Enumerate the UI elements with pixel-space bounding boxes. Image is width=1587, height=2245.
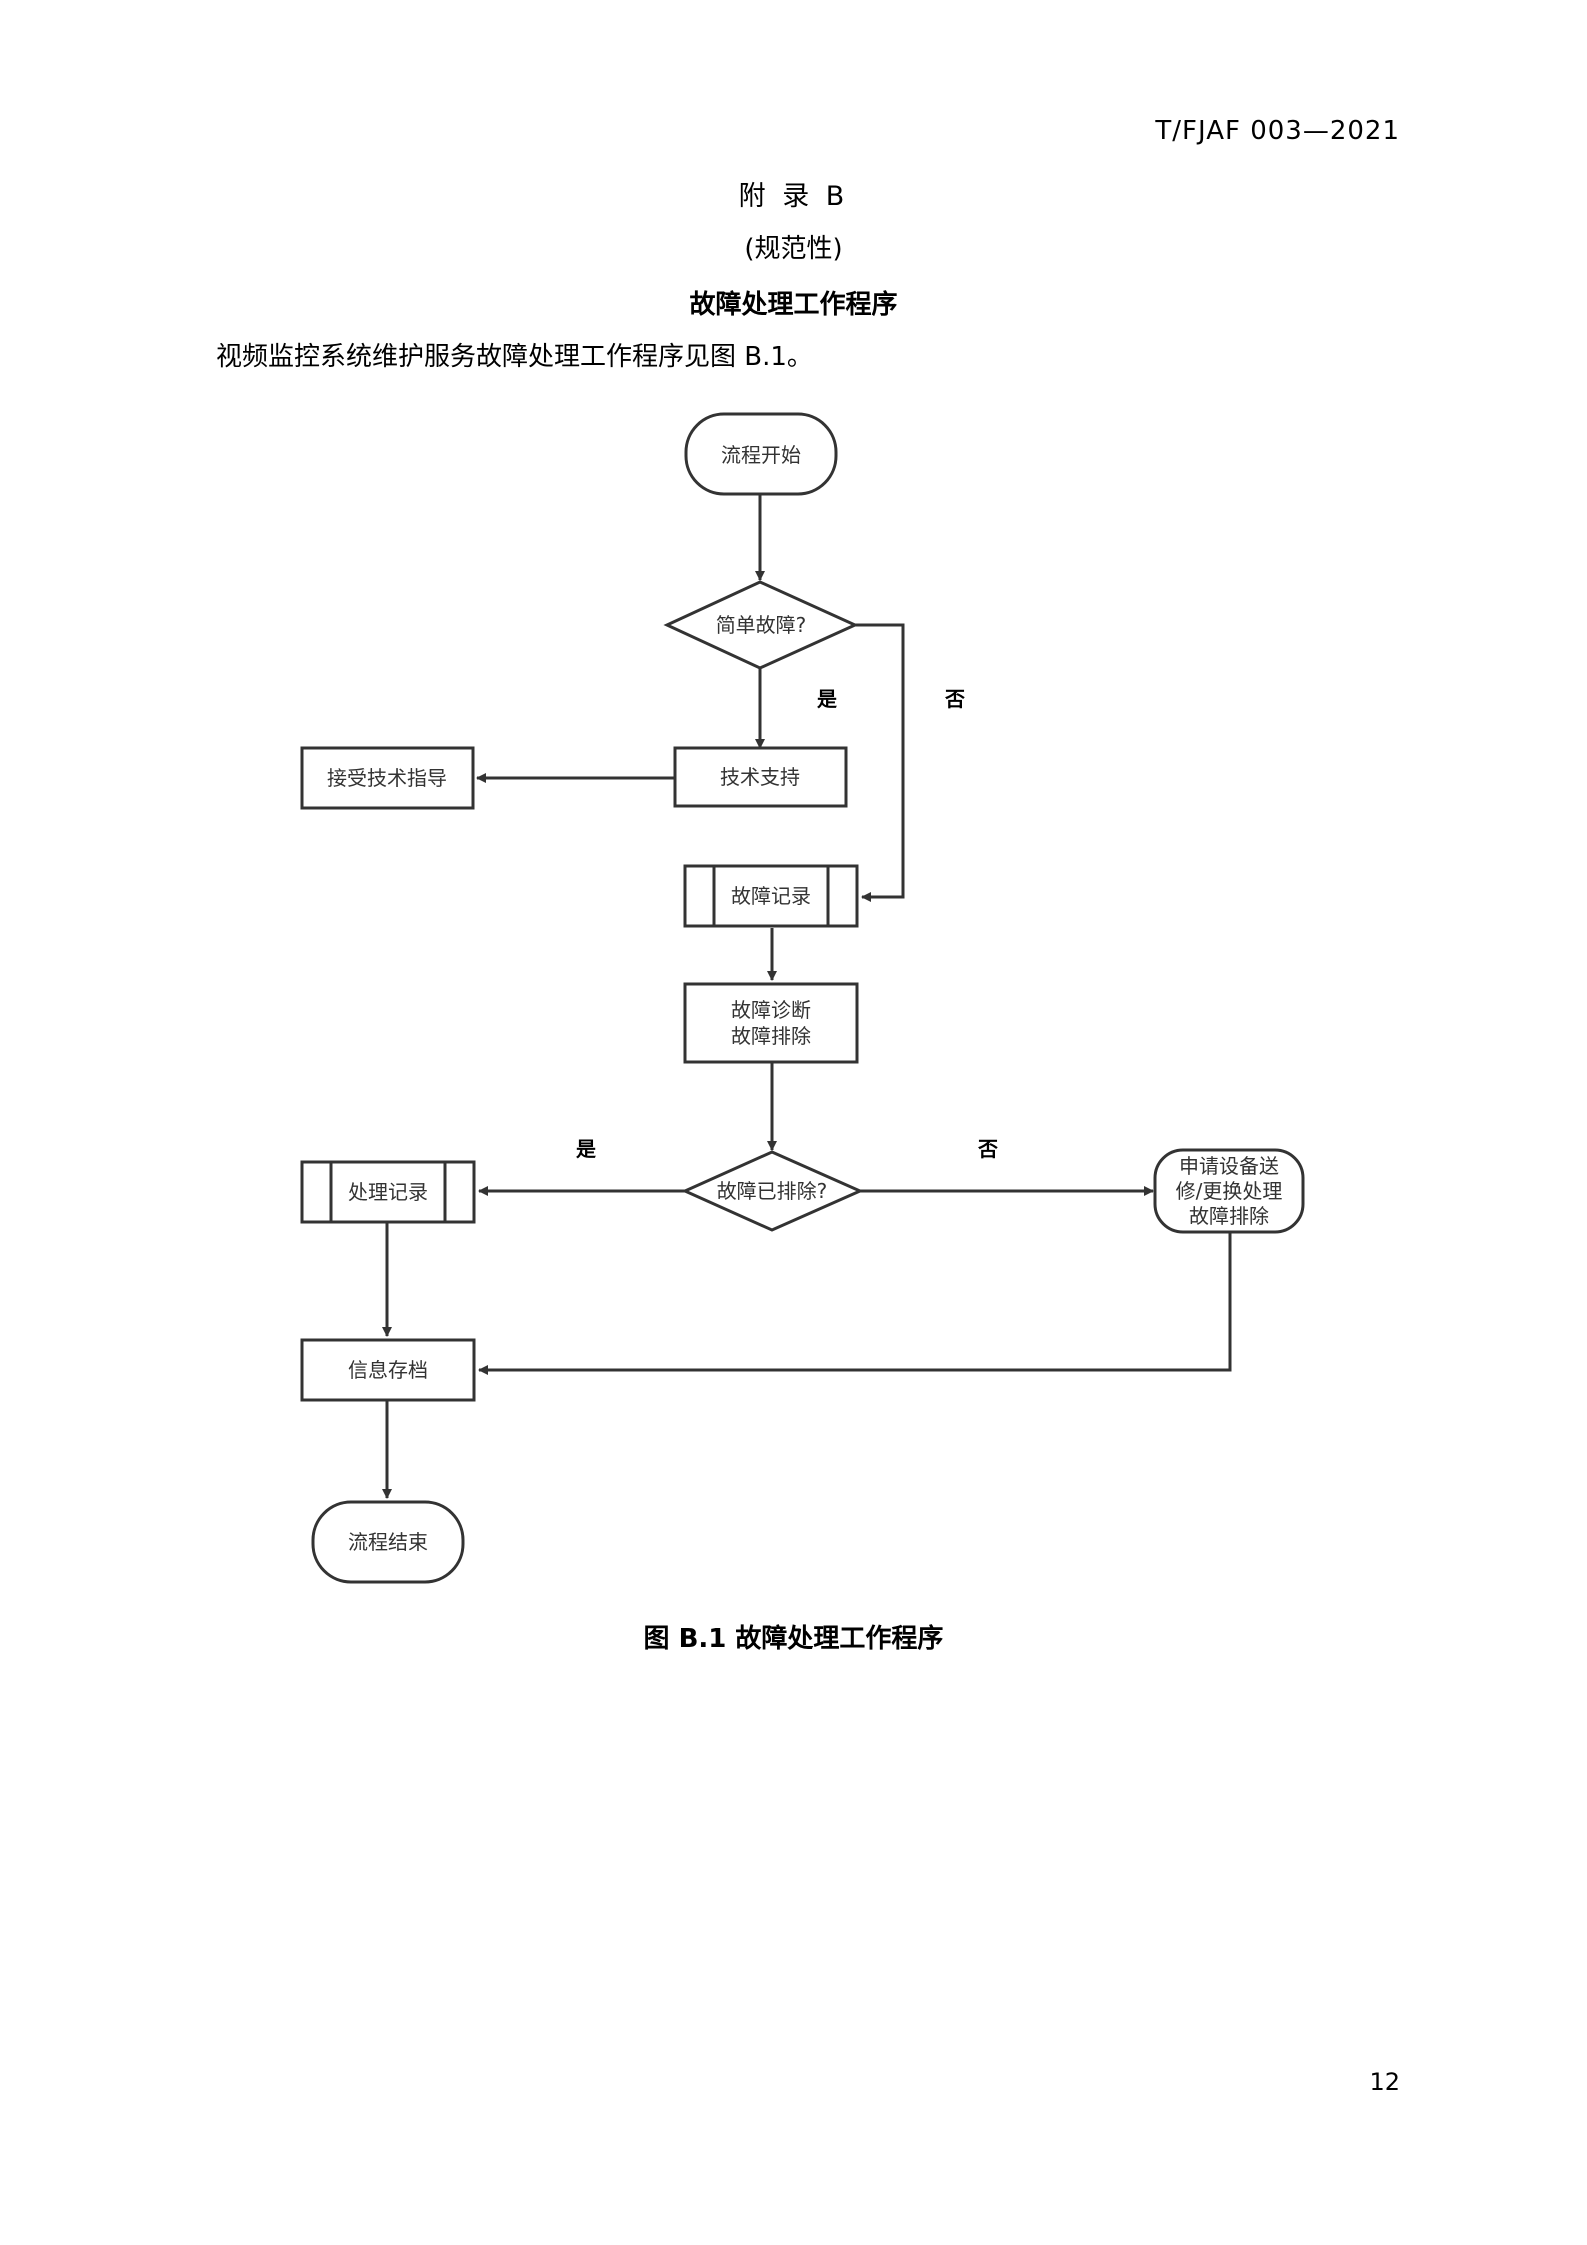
node-archive-label: 信息存档 (348, 1358, 428, 1382)
document-id: T/FJAF 003—2021 (1155, 116, 1400, 146)
edge-decision-no-to-record (855, 623, 905, 902)
node-apply-label-1: 申请设备送 (1179, 1154, 1279, 1178)
node-fault-record: 故障记录 (683, 864, 859, 928)
edge-apply-to-archive (478, 1232, 1232, 1375)
node-tech-support-label: 技术支持 (720, 765, 800, 789)
node-diagnose-label-1: 故障诊断 (731, 998, 811, 1022)
node-end-label: 流程结束 (348, 1530, 428, 1554)
figure-caption: 图 B.1 故障处理工作程序 (643, 1624, 944, 1654)
node-process-record: 处理记录 (300, 1160, 476, 1224)
node-simple-fault-decision: 简单故障? (663, 580, 859, 670)
node-receive-guidance-label: 接受技术指导 (327, 766, 447, 790)
branch-label-no-2: 否 (977, 1137, 998, 1161)
node-end: 流程结束 (311, 1500, 465, 1584)
node-tech-support: 技术支持 (673, 746, 848, 808)
branch-label-yes-2: 是 (575, 1137, 596, 1161)
section-title: 故障处理工作程序 (689, 290, 898, 320)
node-fault-cleared-label: 故障已排除? (717, 1179, 828, 1203)
node-receive-guidance: 接受技术指导 (300, 746, 475, 810)
node-apply-label-3: 故障排除 (1189, 1204, 1269, 1228)
node-apply-repair: 申请设备送 修/更换处理 故障排除 (1153, 1148, 1305, 1234)
appendix-type: (规范性) (744, 234, 843, 264)
appendix-title: 附 录 B (738, 181, 849, 212)
node-archive: 信息存档 (300, 1338, 476, 1402)
node-diagnose-label-2: 故障排除 (731, 1024, 811, 1048)
node-apply-label-2: 修/更换处理 (1176, 1179, 1283, 1203)
node-fault-record-label: 故障记录 (731, 884, 811, 908)
node-start-label: 流程开始 (721, 443, 801, 467)
node-start: 流程开始 (684, 412, 838, 496)
branch-label-yes-1: 是 (816, 687, 837, 711)
node-process-record-label: 处理记录 (348, 1180, 428, 1204)
node-fault-cleared-decision: 故障已排除? (681, 1150, 864, 1232)
branch-label-no-1: 否 (944, 687, 965, 711)
intro-paragraph: 视频监控系统维护服务故障处理工作程序见图 B.1。 (216, 342, 813, 372)
node-simple-fault-label: 简单故障? (716, 613, 807, 637)
node-diagnose: 故障诊断 故障排除 (683, 982, 859, 1064)
page-number: 12 (1369, 2068, 1400, 2096)
